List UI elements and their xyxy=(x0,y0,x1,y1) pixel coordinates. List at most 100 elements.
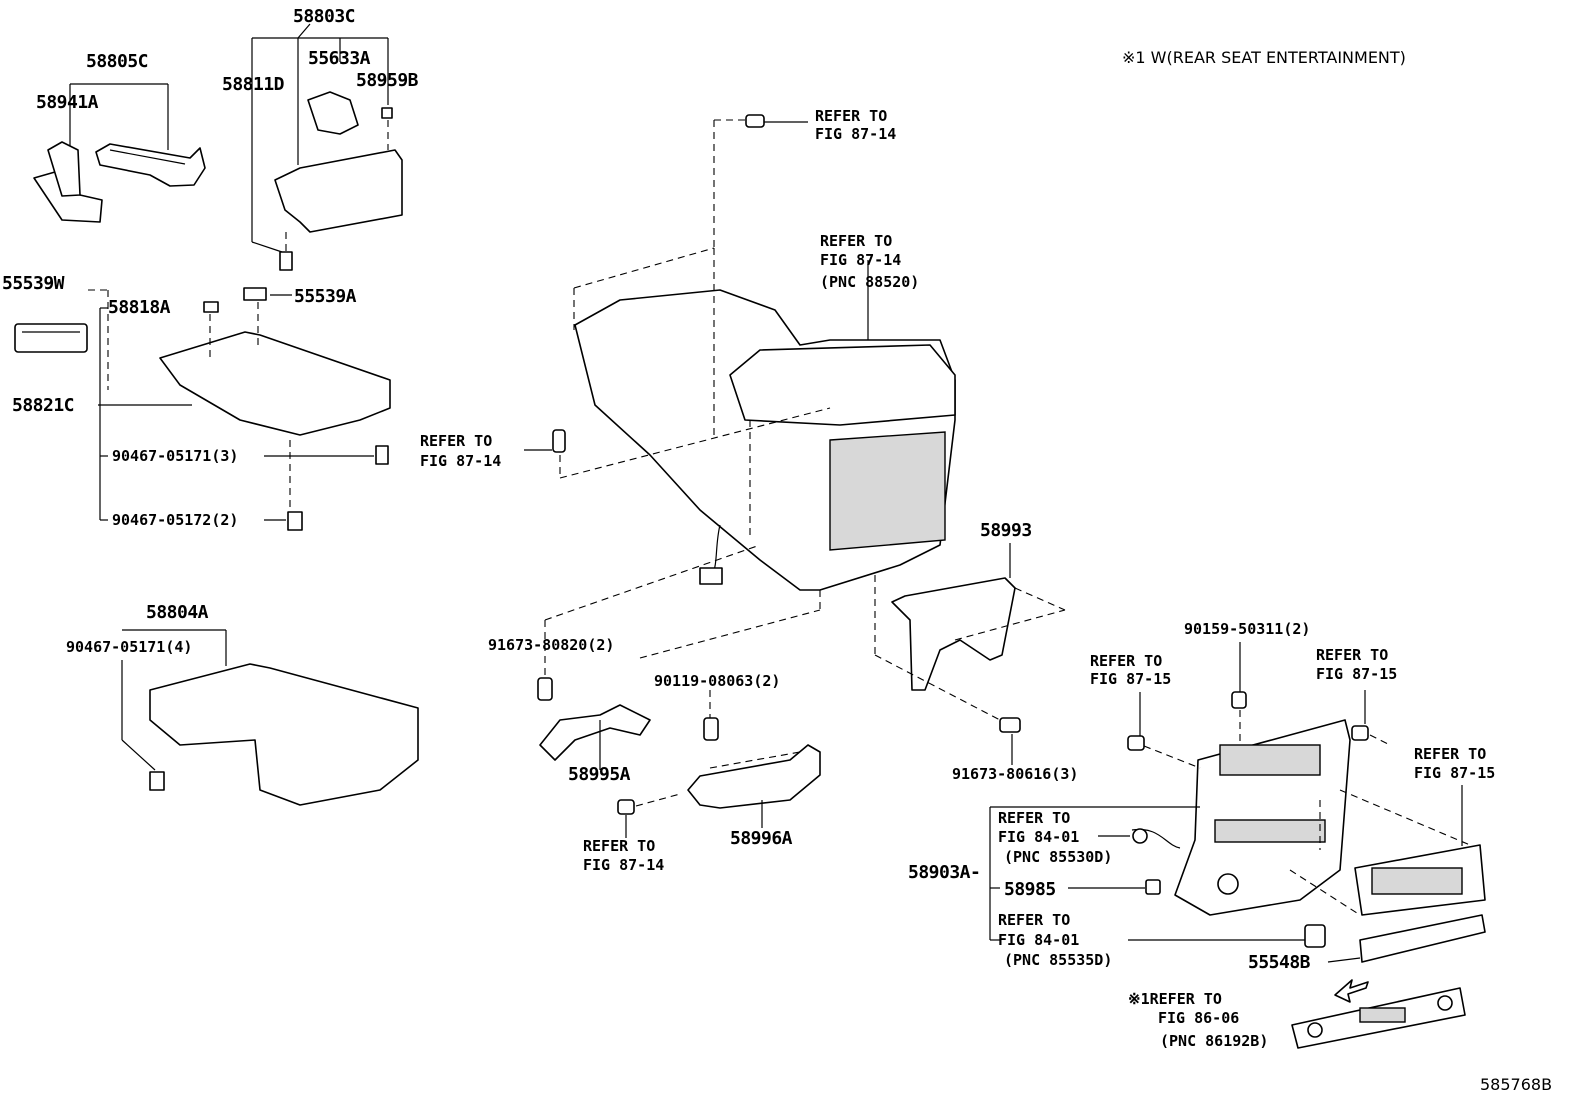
label-58803c: 58803C xyxy=(293,6,355,27)
cupholder-58811d-body xyxy=(274,149,403,233)
ref-3-line-2: FIG 87-14 xyxy=(420,452,501,470)
bolt-91673-80820-shape xyxy=(537,677,553,701)
trim-55548b-shape xyxy=(1359,914,1486,963)
reference-labels: REFER TO FIG 87-14 REFER TO FIG 87-14 (P… xyxy=(420,107,1495,1050)
clip-58811d-shape xyxy=(279,251,293,271)
clip-90467-05171-4-shape xyxy=(149,771,165,791)
label-58995a: 58995A xyxy=(568,764,631,785)
ref-5-line-2: FIG 87-15 xyxy=(1090,670,1171,688)
part-55548b-group xyxy=(1289,785,1486,1049)
ref-2-line-1: REFER TO xyxy=(820,232,892,250)
label-90119-08063: 90119-08063(2) xyxy=(654,672,780,690)
bolt-right-panel-shape xyxy=(1351,725,1369,741)
label-90467-05171-4: 90467-05171(4) xyxy=(66,638,192,656)
ref-2-line-3: (PNC 88520) xyxy=(820,273,919,291)
control-unit-display xyxy=(1371,867,1463,895)
part-58803c-group xyxy=(251,23,403,271)
callout-labels: 58803C 58805C 55633A 58959B 58811D 58941… xyxy=(2,6,1311,973)
switch-knob-right xyxy=(1437,995,1453,1011)
panel-58805c-shape xyxy=(95,143,206,187)
part-58903a-group xyxy=(989,642,1391,948)
bracket-group xyxy=(537,544,821,838)
label-58805c: 58805C xyxy=(86,51,148,72)
rear-panel-socket xyxy=(1217,873,1239,895)
bracket-58996a-shape xyxy=(687,744,821,809)
label-55539a: 55539A xyxy=(294,286,357,307)
ref-9-line-2: FIG 84-01 xyxy=(998,931,1079,949)
ref-6-line-2: FIG 87-15 xyxy=(1316,665,1397,683)
ref-9-line-1: REFER TO xyxy=(998,911,1070,929)
label-58959b: 58959B xyxy=(356,70,419,91)
label-58903a: 58903A- xyxy=(908,862,980,883)
ref-1-line-2: FIG 87-14 xyxy=(815,125,896,143)
armrest-lid-shape xyxy=(729,344,956,426)
switch-knob-left xyxy=(1307,1022,1323,1038)
tray-58821c-shape xyxy=(159,331,391,436)
rear-panel-lower-vents xyxy=(1214,819,1326,843)
clip-58985-shape xyxy=(1145,879,1161,895)
ref-1-line-1: REFER TO xyxy=(815,107,887,125)
rear-panel-upper-vents xyxy=(1219,744,1321,776)
ref-4-line-1: REFER TO xyxy=(583,837,655,855)
harness-connector-shape xyxy=(699,567,723,585)
bolt-top-shape xyxy=(745,114,765,128)
ref-10-line-3: (PNC 86192B) xyxy=(1160,1032,1268,1050)
clip-58818a-shape xyxy=(203,301,219,313)
label-58996a: 58996A xyxy=(730,828,793,849)
tray-58941a-riser xyxy=(47,141,81,197)
label-58818a: 58818A xyxy=(108,297,171,318)
ref-8-line-1: REFER TO xyxy=(998,809,1070,827)
clip-90467-05172-shape xyxy=(287,511,303,531)
knob-85535d-shape xyxy=(1304,924,1326,948)
label-90467-05172-2: 90467-05172(2) xyxy=(112,511,238,529)
cover-55539a-shape xyxy=(243,287,267,301)
ref-9-line-3: (PNC 85535D) xyxy=(1004,951,1112,969)
ref-2-line-2: FIG 87-14 xyxy=(820,251,901,269)
label-58985: 58985 xyxy=(1004,879,1056,900)
bracket-58995a-shape xyxy=(539,704,651,761)
console-rear-opening xyxy=(829,431,946,551)
part-58993-group xyxy=(874,543,1066,765)
label-58811d: 58811D xyxy=(222,74,285,95)
label-91673-80820: 91673-80820(2) xyxy=(488,636,614,654)
clip-58959b-shape xyxy=(381,107,393,119)
ref-10-line-2: FIG 86-06 xyxy=(1158,1009,1239,1027)
ref-10-line-1: ※1REFER TO xyxy=(1128,990,1222,1008)
label-55539w: 55539W xyxy=(2,273,65,294)
ref-8-line-2: FIG 84-01 xyxy=(998,828,1079,846)
center-console-group xyxy=(524,114,956,591)
arrow-icon xyxy=(1334,979,1369,1003)
label-55633a: 55633A xyxy=(308,48,371,69)
switch-center-buttons xyxy=(1359,1007,1406,1023)
label-58993: 58993 xyxy=(980,520,1032,541)
switch-55539w-shape xyxy=(14,323,88,353)
part-58821c-group xyxy=(14,287,391,531)
part-58804a-group xyxy=(121,629,419,806)
bolt-lower-shape xyxy=(617,799,635,815)
part-58805c-group xyxy=(33,83,206,223)
label-58941a: 58941A xyxy=(36,92,99,113)
ref-3-line-1: REFER TO xyxy=(420,432,492,450)
bolt-91673-80616-shape xyxy=(999,717,1021,733)
box-58804a-shape xyxy=(149,663,419,806)
ref-6-line-1: REFER TO xyxy=(1316,646,1388,664)
cup-55633a-shape xyxy=(307,91,359,135)
harness-85530d-connector xyxy=(1132,828,1148,844)
ref-7-line-2: FIG 87-15 xyxy=(1414,764,1495,782)
ref-5-line-1: REFER TO xyxy=(1090,652,1162,670)
bracket-58993-shape xyxy=(891,577,1016,691)
footnote-rear-seat-entertainment: ※1 W(REAR SEAT ENTERTAINMENT) xyxy=(1122,48,1406,67)
ref-8-line-3: (PNC 85530D) xyxy=(1004,848,1112,866)
diagram-id: 585768B xyxy=(1480,1075,1552,1094)
bolt-left-panel-shape xyxy=(1127,735,1145,751)
ref-7-line-1: REFER TO xyxy=(1414,745,1486,763)
ref-4-line-2: FIG 87-14 xyxy=(583,856,664,874)
bolt-left-shape xyxy=(552,429,566,453)
label-58821c: 58821C xyxy=(12,395,74,416)
label-55548b: 55548B xyxy=(1248,952,1311,973)
bolt-90119-08063-shape xyxy=(703,717,719,741)
label-90159-50311: 90159-50311(2) xyxy=(1184,620,1310,638)
bolt-90159-50311-shape xyxy=(1231,691,1247,709)
